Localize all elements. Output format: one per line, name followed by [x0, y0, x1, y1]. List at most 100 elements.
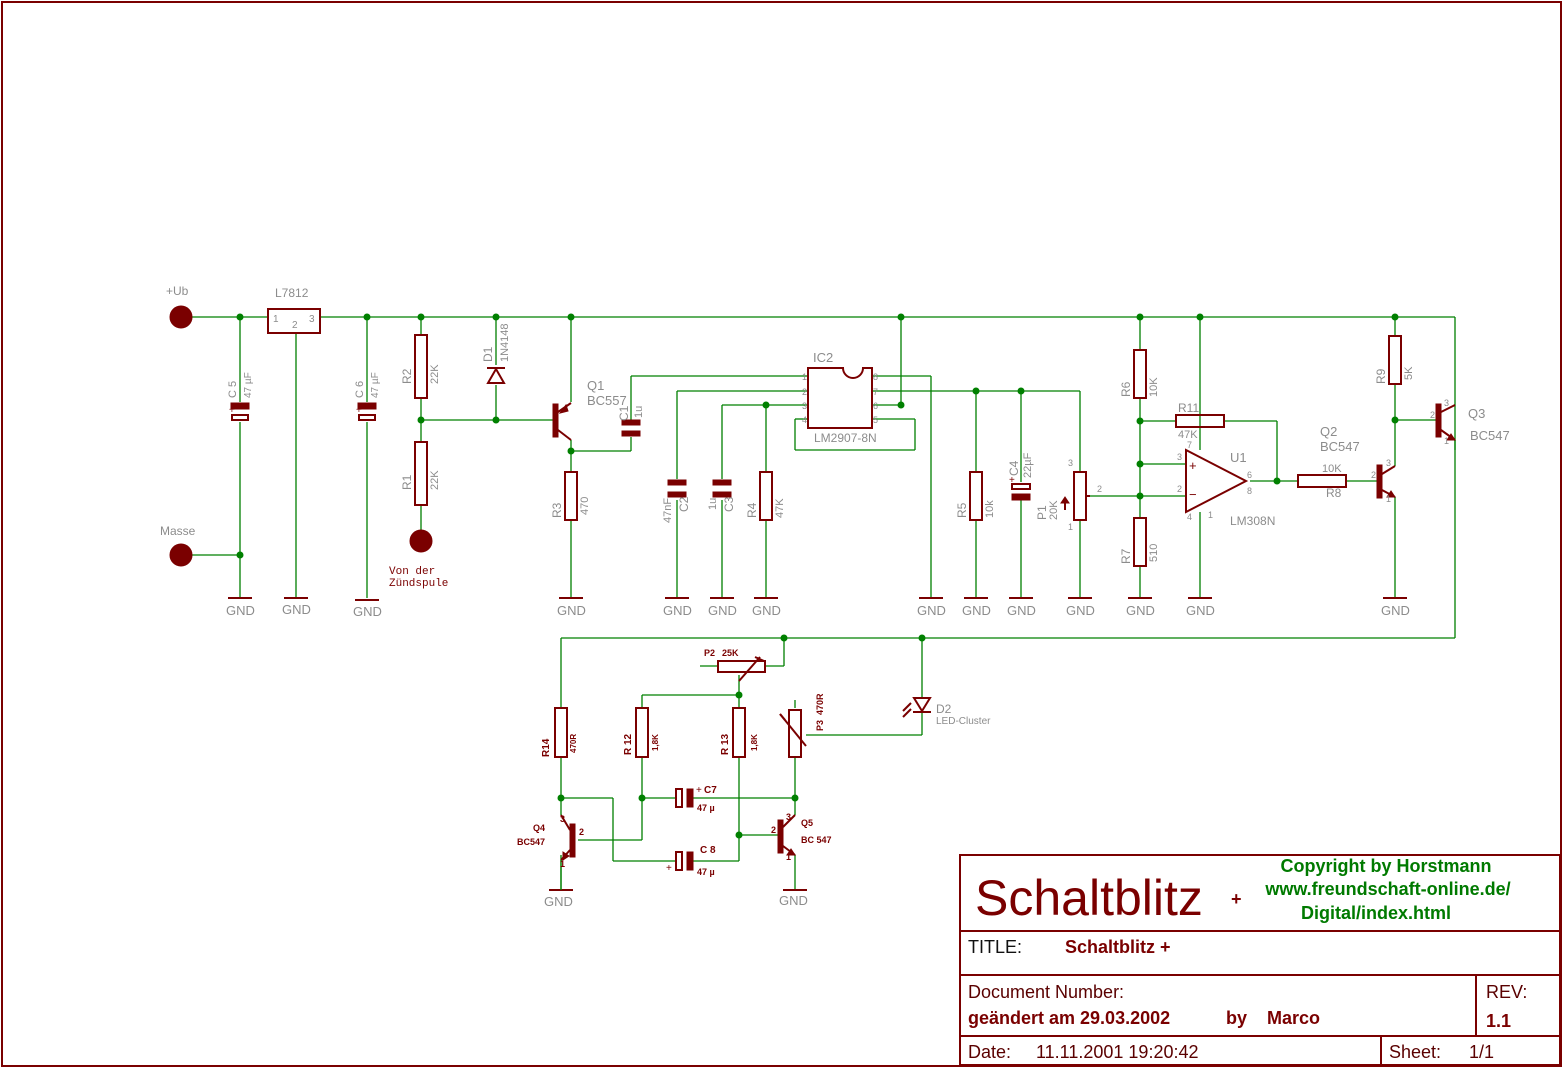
ic2-pin-3: 3 [802, 401, 807, 411]
ic2-ref: IC2 [813, 350, 833, 365]
regulator-pin-3: 3 [309, 314, 315, 325]
r3-ref: R3 [550, 502, 564, 518]
transistor-q5: Q5 BC 547 3 2 1 [771, 812, 832, 862]
by-label: by [1226, 1008, 1247, 1028]
resistor-r7: R7 510 [1119, 517, 1160, 567]
u1-pin-6: 6 [1247, 470, 1252, 480]
gnd-label: GND [1186, 603, 1215, 618]
u1-pin-8: 8 [1247, 486, 1252, 496]
resistor-r6: R6 10K [1119, 349, 1160, 399]
d2-value: LED-Cluster [936, 716, 991, 727]
r13-value: 1,8K [750, 734, 759, 751]
gnd-label: GND [962, 603, 991, 618]
q4-pin-1: 1 [560, 859, 565, 869]
r5-ref: R5 [955, 502, 969, 518]
terminal-zuendspule: Von der Zündspule [389, 529, 448, 590]
potentiometer-p2: P2 25K [704, 648, 766, 682]
q3-ref: Q3 [1468, 406, 1485, 421]
ic2-pin-1: 1 [802, 372, 807, 382]
q4-pin-2: 2 [579, 827, 584, 837]
r3-value: 470 [579, 497, 591, 515]
author-name: Marco [1267, 1008, 1320, 1028]
resistor-r12: R 12 1,8K [623, 707, 660, 758]
q4-value: BC547 [517, 837, 545, 847]
gnd-label: GND [557, 603, 586, 618]
ic-lm2907: IC2 LM2907-8N 1 2 3 4 8 7 6 5 [802, 350, 878, 445]
ic2-pin-2: 2 [802, 387, 807, 397]
c4-value: 22µF [1022, 452, 1034, 478]
title-label: TITLE: [968, 937, 1022, 957]
r9-value: 5K [1403, 366, 1415, 380]
rev-value: 1.1 [1486, 1011, 1511, 1031]
title-block: Schaltblitz + Copyright by Horstmann www… [959, 854, 1561, 1066]
led-d2: D2 LED-Cluster [902, 697, 991, 727]
q2-pin-3: 3 [1386, 458, 1391, 468]
gnd-label: GND [663, 603, 692, 618]
resistor-r14: R14 470R [541, 707, 578, 758]
r8-value: 10K [1322, 463, 1342, 475]
resistor-r2: R2 22K [400, 334, 441, 399]
r9-ref: R9 [1374, 368, 1388, 384]
r12-value: 1,8K [651, 734, 660, 751]
r12-ref: R 12 [623, 733, 634, 755]
c5-value: 47 µF [243, 372, 254, 398]
p1-pin-1: 1 [1068, 522, 1073, 532]
terminal-masse: Masse [160, 524, 196, 567]
q4-ref: Q4 [533, 823, 545, 833]
capacitor-c2: 47nF C2 [662, 479, 691, 523]
resistor-r11: R11 47K [1175, 401, 1225, 441]
document-number-value: geändert am 29.03.2002 [968, 1008, 1170, 1028]
q3-pin-3: 3 [1444, 398, 1449, 408]
r7-ref: R7 [1119, 548, 1133, 564]
u1-pin-4: 4 [1187, 512, 1192, 522]
transistor-q3: Q3 BC547 3 2 1 [1430, 398, 1510, 450]
resistor-r13: R 13 1,8K [720, 707, 759, 758]
regulator-pin-1: 1 [273, 314, 279, 325]
q4-pin-3: 3 [560, 814, 565, 824]
r4-value: 47K [774, 498, 786, 518]
resistor-r5: R5 10k [955, 471, 996, 521]
capacitor-c1: C1 1u [617, 405, 645, 437]
resistor-r3: R3 470 [550, 471, 591, 521]
transistor-q4: Q4 BC547 3 2 1 [517, 814, 584, 890]
q1-value: BC557 [587, 393, 627, 408]
p2-value: 25K [722, 648, 739, 658]
zuendspule-label-1: Von der [389, 566, 435, 578]
p2-ref: P2 [704, 648, 715, 658]
document-number-label: Document Number: [968, 982, 1124, 1002]
gnd-label: GND [353, 604, 382, 619]
q5-value: BC 547 [801, 835, 832, 845]
r6-ref: R6 [1119, 381, 1133, 397]
resistor-r1: R1 22K [400, 441, 441, 506]
r4-ref: R4 [745, 502, 759, 518]
r8-ref: R8 [1326, 486, 1342, 500]
potentiometer-p1: P1 20K 3 2 1 [1035, 458, 1102, 532]
c6-plus: + [356, 405, 362, 416]
u1-pin-7: 7 [1187, 440, 1192, 450]
terminal-ub-label: +Ub [166, 284, 189, 298]
ic2-pin-5: 5 [873, 415, 878, 425]
gnd-symbols: GND GND GND GND GND GND GND GND GND GND … [226, 597, 1410, 909]
q5-pin-3: 3 [786, 812, 791, 822]
q3-pin-1: 1 [1444, 436, 1449, 446]
c6-value: 47 µF [370, 372, 381, 398]
gnd-label: GND [1126, 603, 1155, 618]
ic2-pin-6: 6 [873, 401, 878, 411]
q2-value: BC547 [1320, 439, 1360, 454]
big-title-plus: + [1231, 889, 1242, 909]
junction-dots [236, 313, 1399, 839]
terminal-ub: +Ub [166, 284, 193, 329]
c4-plus: + [1009, 475, 1015, 486]
r2-value: 22K [429, 364, 441, 384]
transistor-q2: Q2 BC547 3 2 1 [1320, 424, 1396, 504]
c5-ref: C 5 [227, 381, 239, 398]
c3-ref: C3 [722, 496, 736, 512]
capacitor-c3: 1u C3 [707, 479, 736, 512]
d1-value: 1N4148 [499, 323, 511, 362]
resistor-r9: R9 5K [1374, 335, 1415, 385]
p1-pin-2: 2 [1097, 484, 1102, 494]
p3-ref: P3 [815, 720, 825, 731]
resistor-r4: R4 47K [745, 471, 786, 521]
date-value: 11.11.2001 19:20:42 [1036, 1042, 1198, 1062]
